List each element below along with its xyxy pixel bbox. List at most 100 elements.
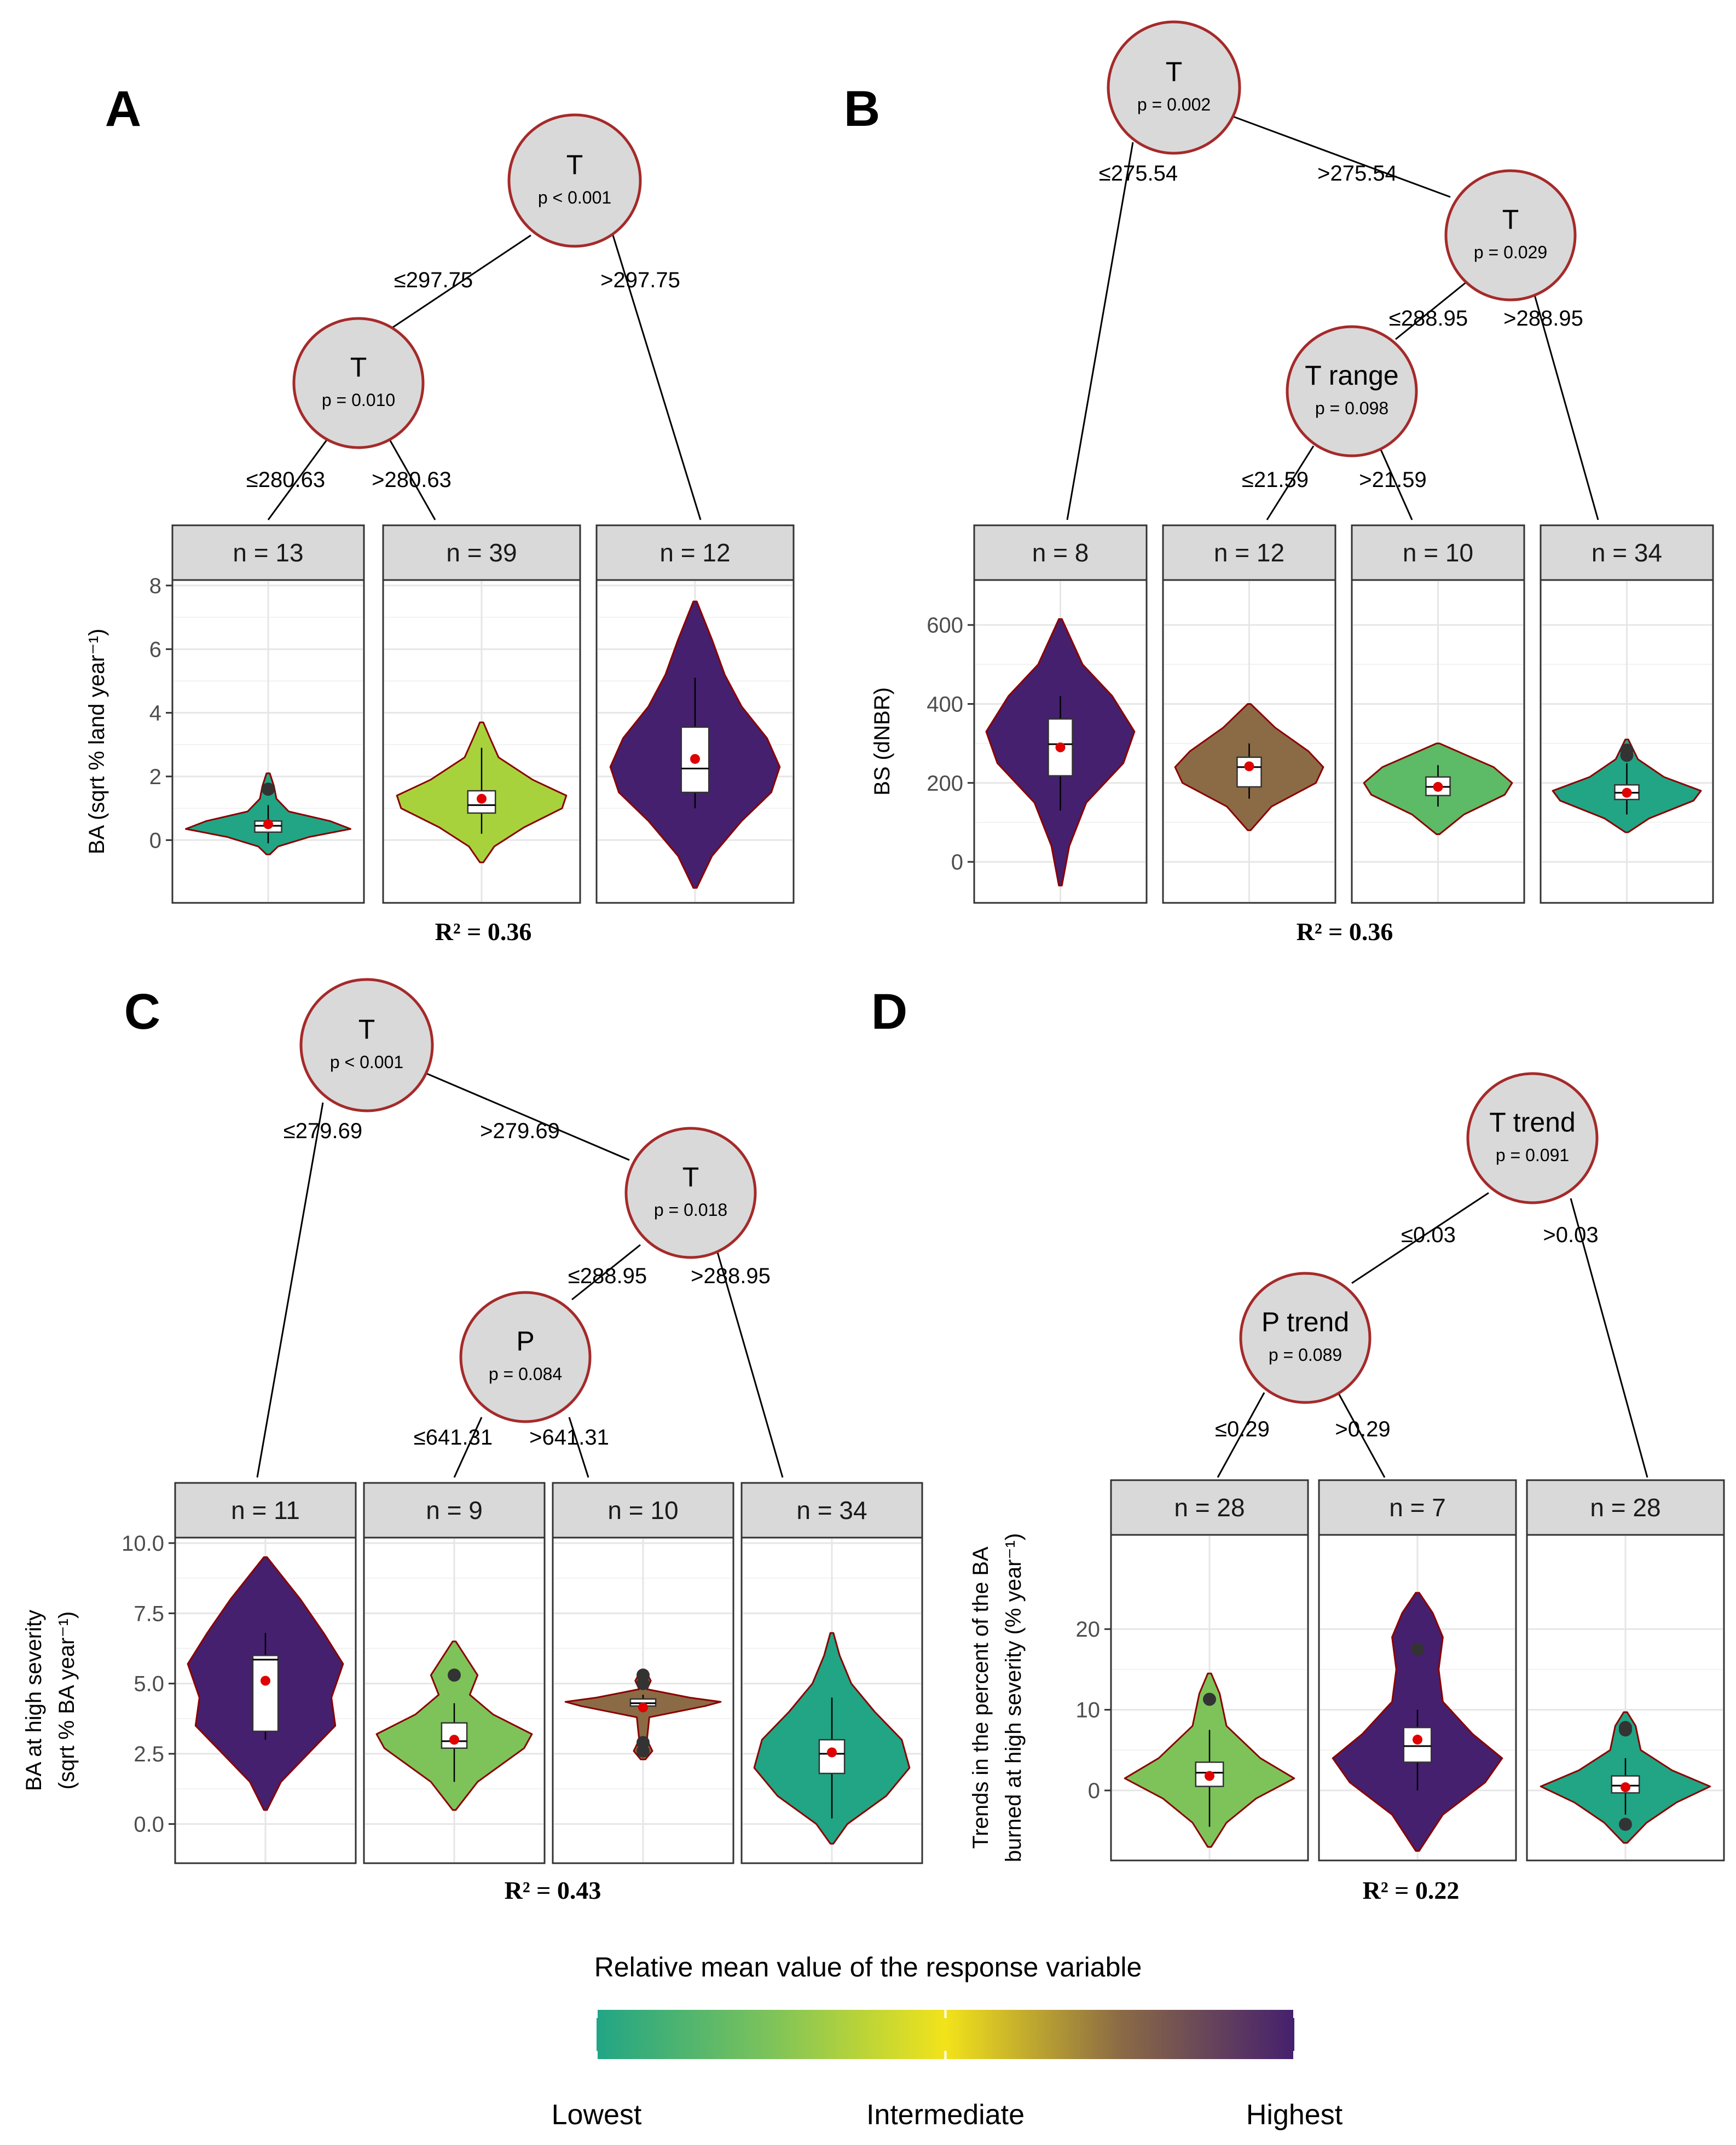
facet-strip bbox=[1351, 524, 1525, 581]
tree-edge bbox=[256, 1102, 324, 1478]
y-tick-label: 5.0 bbox=[134, 1672, 164, 1696]
panel-b: B≤275.54>275.54≤288.95>288.95≤21.59>21.5… bbox=[844, 20, 1714, 946]
r-squared-label: R² = 0.36 bbox=[1297, 918, 1393, 946]
split-label: >0.29 bbox=[1335, 1417, 1390, 1441]
tree-edge bbox=[1351, 1192, 1489, 1284]
y-tick-label: 7.5 bbox=[134, 1602, 164, 1626]
split-label: >288.95 bbox=[691, 1264, 771, 1288]
tree-edge bbox=[1337, 1392, 1386, 1478]
split-label: ≤275.54 bbox=[1099, 161, 1178, 185]
y-tick-label: 0 bbox=[951, 850, 963, 874]
y-tick-label: 2 bbox=[149, 765, 161, 789]
facet-3: n = 12 bbox=[595, 524, 795, 904]
outlier-point bbox=[1619, 1817, 1632, 1831]
node-variable: T trend bbox=[1489, 1107, 1576, 1138]
legend-label: Intermediate bbox=[866, 2099, 1025, 2131]
facet-strip bbox=[973, 524, 1148, 581]
y-axis-title-line2: burned at high severity (% year⁻¹) bbox=[1002, 1533, 1026, 1862]
facet-1: n = 11 bbox=[174, 1482, 357, 1864]
tree-edge bbox=[612, 235, 702, 520]
node-p-value: p = 0.098 bbox=[1315, 398, 1388, 418]
facet-4: n = 34 bbox=[740, 1482, 923, 1864]
y-axis-title: BA at high severity bbox=[22, 1610, 46, 1791]
facet-1: n = 8 bbox=[973, 524, 1148, 904]
facet-strip bbox=[363, 1482, 546, 1539]
node-circle bbox=[1107, 20, 1241, 155]
tree-edge bbox=[571, 1244, 641, 1301]
tree-edge bbox=[391, 234, 531, 329]
node-p-value: p < 0.001 bbox=[538, 188, 611, 207]
facet-1: n = 13 bbox=[171, 524, 365, 904]
panel-letter: D bbox=[871, 984, 907, 1040]
outlier-point bbox=[1619, 1721, 1632, 1735]
y-tick-label: 10 bbox=[1076, 1698, 1101, 1723]
outlier-point bbox=[1203, 1692, 1216, 1706]
facet-2: n = 12 bbox=[1162, 524, 1336, 904]
facet-2: n = 9 bbox=[363, 1482, 546, 1864]
split-label: >275.54 bbox=[1317, 161, 1397, 185]
mean-point bbox=[261, 1676, 270, 1686]
node-variable: T bbox=[1502, 204, 1519, 235]
tree-edge bbox=[1531, 287, 1599, 520]
mean-point bbox=[690, 753, 700, 764]
node-p-value: p = 0.084 bbox=[489, 1364, 562, 1384]
y-tick-label: 400 bbox=[927, 692, 963, 716]
tree-edge bbox=[424, 1071, 630, 1161]
split-label: ≤0.29 bbox=[1215, 1417, 1270, 1441]
tree-edge bbox=[387, 437, 436, 520]
tree-edge bbox=[1228, 114, 1451, 198]
y-tick-label: 0 bbox=[1088, 1779, 1100, 1803]
facet-3: n = 10 bbox=[1351, 524, 1525, 904]
tree-node: Tp < 0.001 bbox=[299, 978, 434, 1112]
r-squared-label: R² = 0.36 bbox=[435, 918, 532, 946]
mean-point bbox=[638, 1702, 648, 1713]
y-axis-title: Trends in the percent of the BA bbox=[969, 1546, 993, 1848]
facet-strip bbox=[382, 524, 581, 581]
y-tick-label: 6 bbox=[149, 637, 161, 662]
facet-strip bbox=[595, 524, 795, 581]
box-iqr bbox=[1403, 1726, 1432, 1763]
facet-2: n = 7 bbox=[1318, 1479, 1517, 1862]
tree-edge bbox=[1395, 281, 1467, 340]
node-variable: T bbox=[350, 352, 367, 382]
node-variable: P trend bbox=[1262, 1307, 1349, 1337]
node-circle bbox=[459, 1291, 592, 1423]
split-label: ≤279.69 bbox=[283, 1119, 362, 1143]
tree-edge bbox=[568, 1417, 589, 1478]
node-circle bbox=[1466, 1072, 1599, 1204]
split-label: >279.69 bbox=[480, 1119, 560, 1143]
node-circle bbox=[292, 317, 425, 449]
y-axis-title: BS (dNBR) bbox=[870, 687, 894, 796]
tree-node: Tp = 0.010 bbox=[292, 317, 425, 449]
y-tick-label: 600 bbox=[927, 613, 963, 637]
y-tick-label: 200 bbox=[927, 772, 963, 796]
mean-point bbox=[449, 1735, 459, 1745]
facet-n-label: n = 34 bbox=[796, 1496, 867, 1524]
facet-2: n = 39 bbox=[382, 524, 581, 904]
tree-edge bbox=[267, 437, 329, 520]
facet-strip bbox=[1540, 524, 1714, 581]
y-axis-title-line2: (sqrt % BA year⁻¹) bbox=[55, 1611, 79, 1790]
legend-title: Relative mean value of the response vari… bbox=[594, 1952, 1142, 1982]
split-label: ≤280.63 bbox=[246, 468, 325, 492]
legend-label: Highest bbox=[1246, 2099, 1343, 2131]
node-circle bbox=[1286, 325, 1418, 457]
split-label: ≤0.03 bbox=[1401, 1223, 1456, 1247]
facet-n-label: n = 10 bbox=[607, 1496, 678, 1524]
y-tick-label: 8 bbox=[149, 574, 161, 598]
node-variable: T bbox=[358, 1014, 375, 1045]
mean-point bbox=[1413, 1735, 1422, 1745]
tree-node: Tp = 0.018 bbox=[624, 1127, 757, 1259]
facet-n-label: n = 39 bbox=[446, 538, 517, 567]
facet-3: n = 28 bbox=[1526, 1479, 1725, 1862]
r-squared-label: R² = 0.43 bbox=[505, 1876, 601, 1904]
facet-n-label: n = 13 bbox=[233, 538, 303, 567]
tree-edge bbox=[1266, 445, 1315, 520]
split-label: ≤641.31 bbox=[414, 1425, 493, 1450]
split-label: >297.75 bbox=[600, 268, 680, 292]
facet-strip bbox=[171, 524, 365, 581]
node-variable: P bbox=[516, 1326, 534, 1356]
mean-point bbox=[827, 1747, 837, 1758]
facet-3: n = 10 bbox=[552, 1482, 734, 1864]
